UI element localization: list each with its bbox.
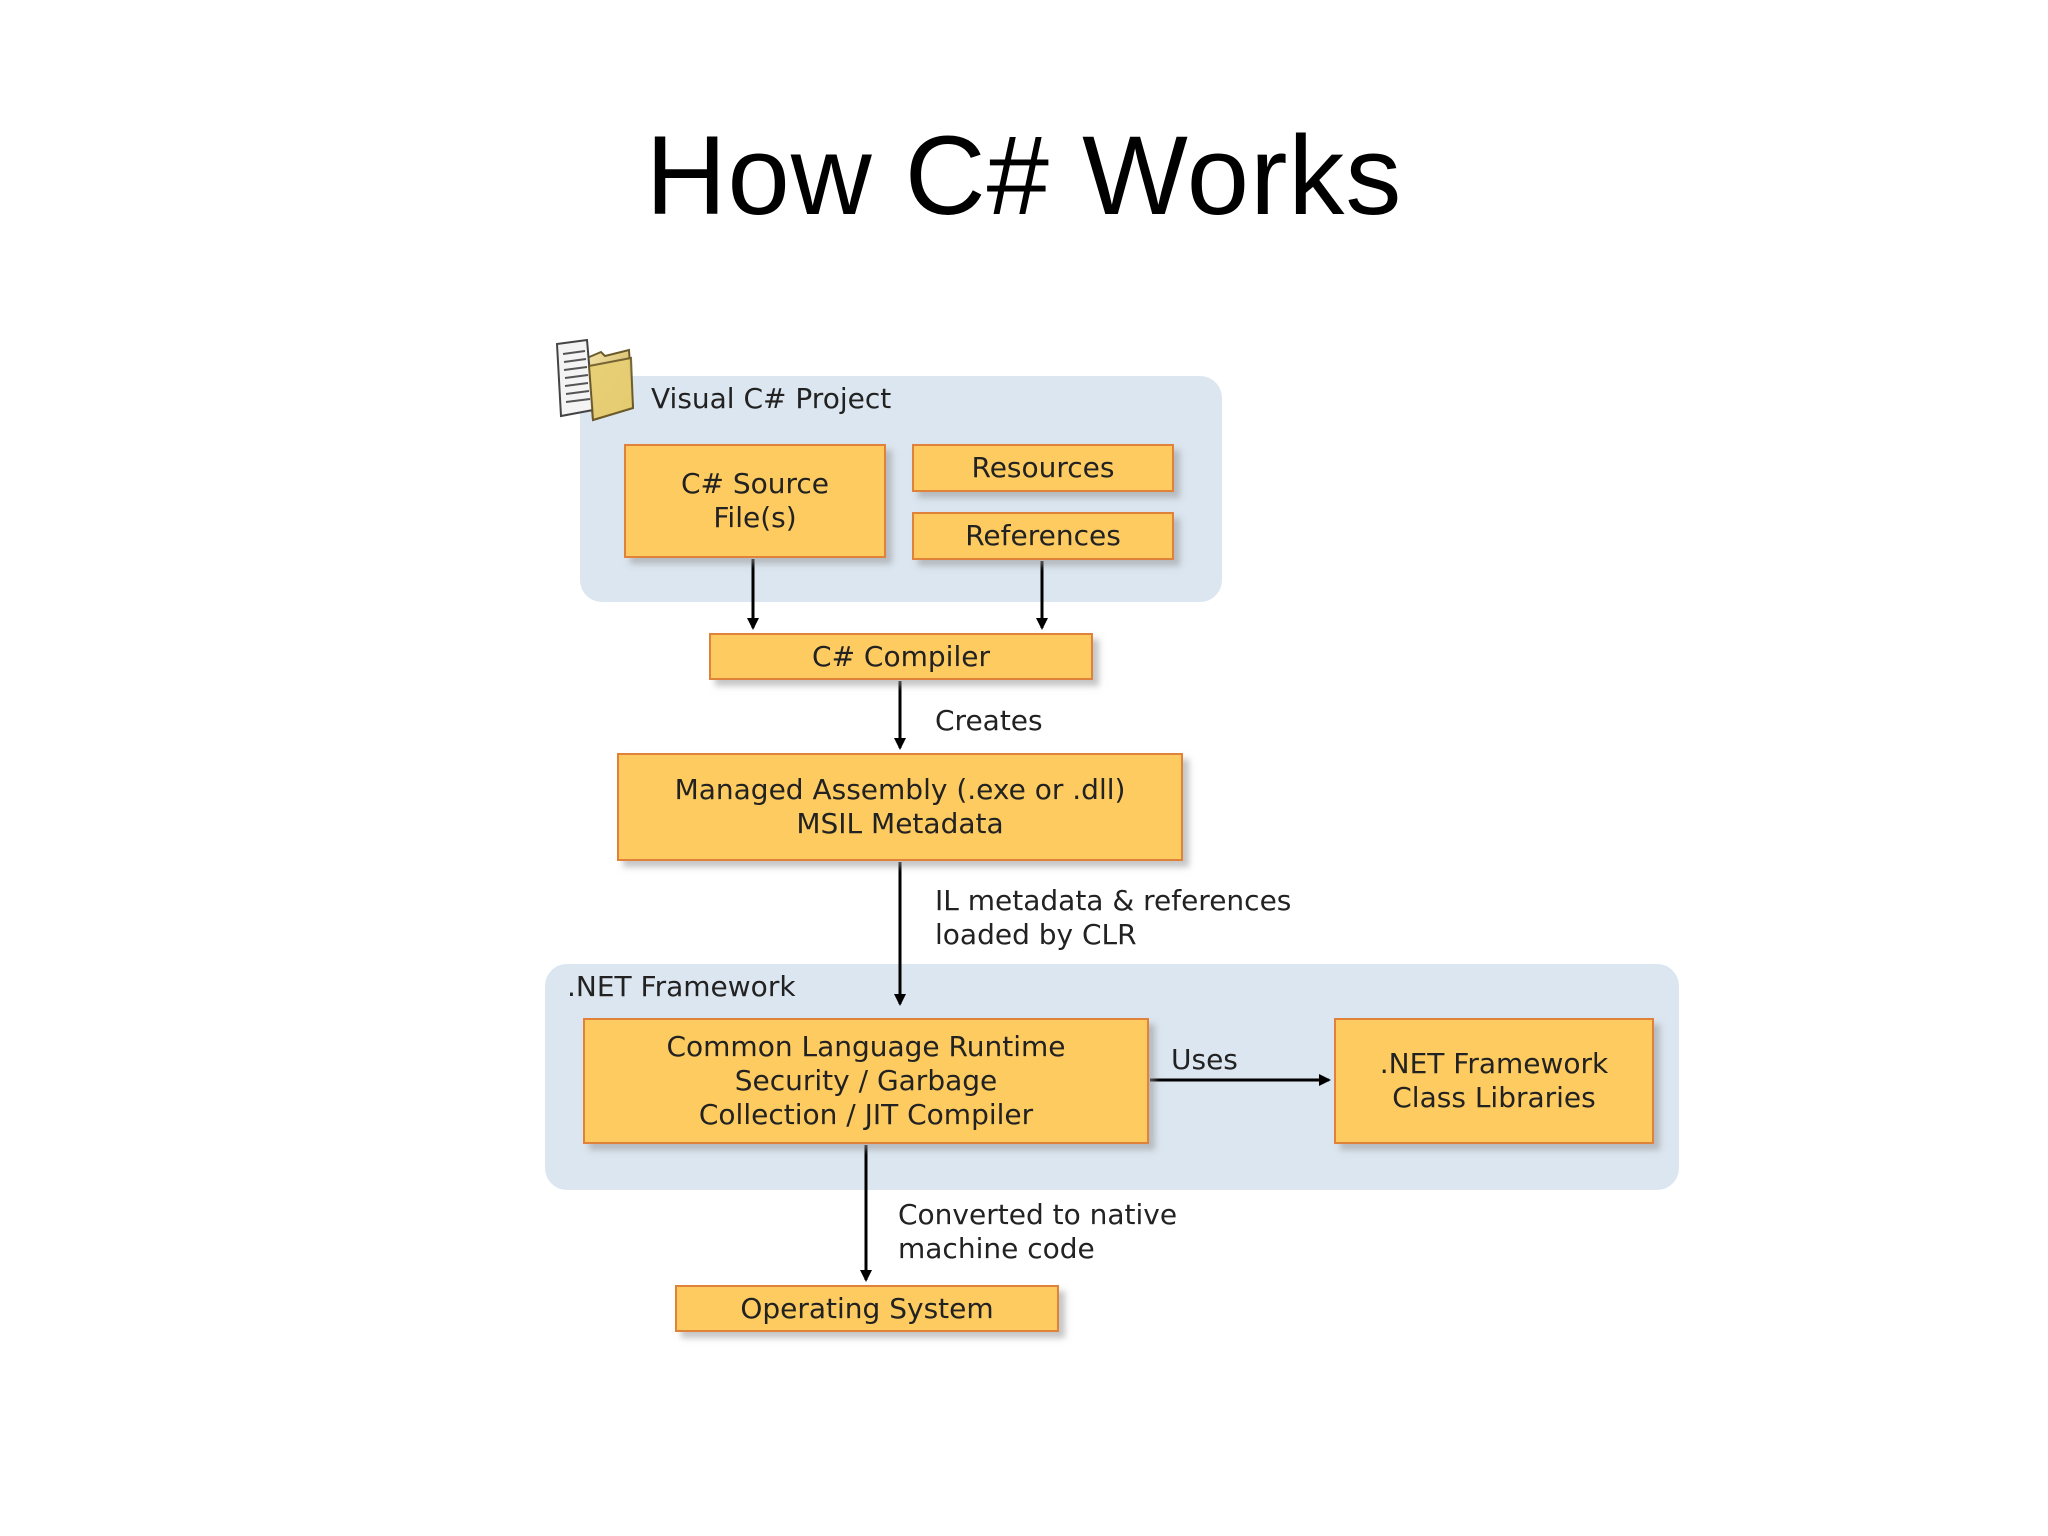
source-line-2: File(s) — [713, 501, 797, 534]
framework-group-label: .NET Framework — [567, 970, 796, 1003]
os-label: Operating System — [740, 1291, 994, 1325]
document-folder-icon — [555, 338, 635, 422]
operating-system-box: Operating System — [675, 1285, 1059, 1332]
managed-assembly-box: Managed Assembly (.exe or .dll) MSIL Met… — [617, 753, 1183, 861]
il-metadata-edge-label: IL metadata & references loaded by CLR — [935, 884, 1291, 952]
source-line-1: C# Source — [680, 467, 830, 500]
converted-edge-label: Converted to native machine code — [898, 1198, 1177, 1266]
common-language-runtime-box: Common Language Runtime Security / Garba… — [583, 1018, 1149, 1144]
resources-box: Resources — [912, 444, 1174, 492]
compiler-label: C# Compiler — [812, 639, 990, 673]
clr-line-3: Collection / JIT Compiler — [698, 1098, 1034, 1131]
clr-line-1: Common Language Runtime — [666, 1030, 1066, 1063]
libraries-line-1: .NET Framework — [1379, 1047, 1609, 1080]
uses-edge-label: Uses — [1171, 1043, 1238, 1076]
references-label: References — [965, 519, 1121, 552]
resources-label: Resources — [971, 451, 1115, 484]
csharp-source-files-box: C# Source File(s) — [624, 444, 886, 558]
assembly-line-1: Managed Assembly (.exe or .dll) — [674, 773, 1126, 806]
csharp-compiler-box: C# Compiler — [709, 633, 1093, 680]
references-box: References — [912, 512, 1174, 560]
assembly-line-2: MSIL Metadata — [796, 807, 1004, 840]
il-line-2: loaded by CLR — [935, 918, 1137, 951]
clr-line-2: Security / Garbage — [734, 1064, 998, 1097]
converted-line-1: Converted to native — [898, 1198, 1178, 1231]
libraries-line-2: Class Libraries — [1392, 1081, 1596, 1114]
il-line-1: IL metadata & references — [935, 884, 1292, 917]
project-group-label: Visual C# Project — [651, 382, 892, 415]
page-title: How C# Works — [645, 113, 1403, 238]
converted-line-2: machine code — [898, 1232, 1095, 1265]
class-libraries-box: .NET Framework Class Libraries — [1334, 1018, 1654, 1144]
creates-edge-label: Creates — [935, 704, 1043, 737]
